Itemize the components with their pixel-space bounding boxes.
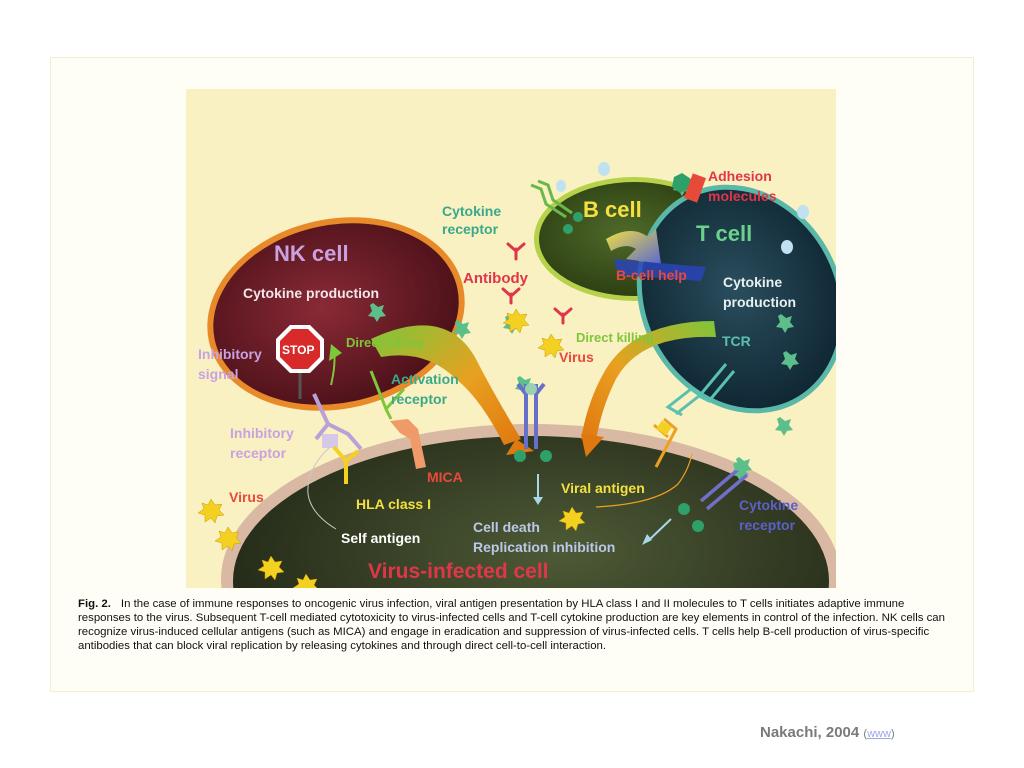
right-cytokine-receptor-label-2: receptor (739, 517, 796, 533)
antibody-icons (501, 242, 573, 325)
t-direct-killing-label: Direct killing (576, 330, 654, 345)
nk-cell (207, 217, 465, 411)
inhibitory-signal-label-2: signal (198, 366, 238, 382)
inhibitory-receptor-label-1: Inhibitory (230, 425, 294, 441)
nk-direct-killing-arrow (371, 325, 521, 445)
self-antigen-label: Self antigen (341, 530, 420, 546)
blue-dots (556, 162, 809, 254)
antibody-label: Antibody (463, 270, 529, 287)
right-receptor-dots (678, 457, 752, 532)
b-cell-help-label: B-cell help (616, 267, 687, 283)
credit-author: Nakachi, 2004 (760, 724, 860, 741)
activation-receptor-label-2: receptor (391, 391, 448, 407)
nk-signal-arrow (330, 348, 336, 386)
virus-center-label: Virus (559, 349, 594, 365)
nk-direct-killing-arrowhead (506, 439, 534, 455)
stop-sign-icon (276, 325, 324, 399)
central-receptor (516, 382, 546, 449)
infected-cell-label: Virus-infected cell (368, 560, 549, 583)
nk-cytokine-label: Cytokine production (243, 285, 379, 301)
inhibitory-receptor (312, 393, 363, 451)
b-cytokine-receptor-label-1: Cytokine (442, 203, 501, 219)
immune-response-figure: NK cell B cell T cell Virus-infected cel… (186, 89, 836, 588)
t-cell-label: T cell (696, 221, 752, 246)
b-cytokine-receptor (530, 179, 573, 219)
adhesion-label-2: molecules (708, 188, 777, 204)
viral-antigen-pointer (595, 453, 693, 508)
credit-close-paren: ) (890, 728, 895, 740)
b-cytokine-receptor-label-2: receptor (442, 221, 499, 237)
central-cytokine (525, 383, 537, 395)
t-cytokine-label-2: production (723, 294, 796, 310)
inhibitory-signal-label-1: Inhibitory (198, 346, 262, 362)
hla-class-i-label: HLA class I (356, 496, 431, 512)
b-cell-label: B cell (583, 197, 642, 222)
activation-receptor-label-1: Activation (391, 371, 459, 387)
b-cell-help-band (614, 259, 706, 281)
credit-open-paren: ( (863, 728, 868, 740)
b-receptor-dots (563, 212, 583, 234)
source-credit: Nakachi, 2004 (www) (760, 724, 1000, 741)
adhesion-molecules (672, 173, 707, 203)
virus-left-label: Virus (229, 489, 264, 505)
replication-arrow (647, 518, 672, 542)
t-direct-killing-arrow (581, 321, 716, 441)
stop-sign-label: STOP (282, 343, 314, 357)
inhibitory-receptor-label-2: receptor (230, 445, 287, 461)
credit-www-link[interactable]: www (867, 728, 891, 740)
nk-direct-killing-label: Direct killing (346, 335, 424, 350)
virus-infected-cell (221, 424, 836, 588)
b-cell-help-arrow (606, 229, 661, 264)
replication-inhibition-label: Replication inhibition (473, 539, 615, 555)
activation-receptor (369, 370, 406, 420)
tcr-label: TCR (722, 333, 751, 349)
replication-arrowhead (642, 534, 652, 545)
figure-number: Fig. 2. (78, 598, 111, 610)
caption-text: In the case of immune responses to oncog… (78, 598, 945, 652)
viral-antigen-peptide (656, 420, 672, 436)
nk-cell-label: NK cell (274, 241, 349, 266)
cell-death-label: Cell death (473, 519, 540, 535)
right-cytokine-receptor-label-1: Cytokine (739, 497, 798, 513)
virus-particles (197, 308, 586, 588)
t-direct-killing-arrowhead (581, 434, 604, 457)
cell-death-arrowhead (533, 497, 543, 505)
hla-class-i-molecule (332, 445, 360, 484)
self-antigen-peptide (322, 434, 338, 448)
self-antigen-pointer (307, 446, 337, 530)
mica-molecule (390, 419, 426, 469)
nk-signal-arrowhead (329, 344, 342, 361)
central-receptor-dots (514, 450, 552, 462)
right-cytokine-receptor (699, 465, 749, 511)
adhesion-label-1: Adhesion (708, 168, 772, 184)
tcr-receptor (665, 363, 736, 417)
viral-antigen-label: Viral antigen (561, 480, 645, 496)
figure-caption: Fig. 2.In the case of immune responses t… (78, 597, 948, 653)
t-cytokine-label-1: Cytokine (723, 274, 782, 290)
mica-label: MICA (427, 469, 463, 485)
